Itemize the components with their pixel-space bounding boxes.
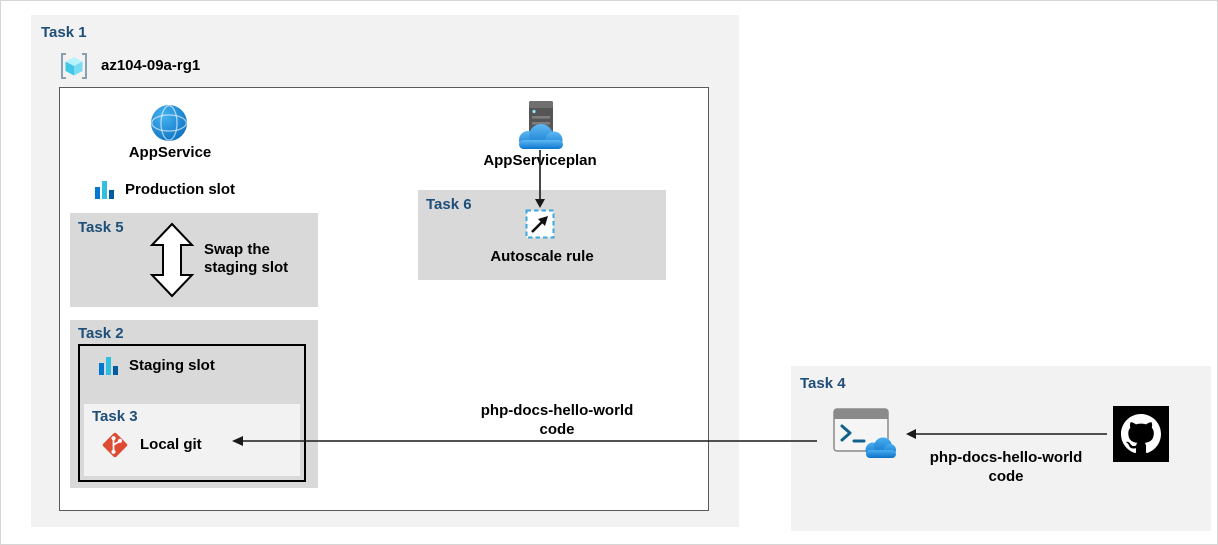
arrow-plan-to-autoscale — [535, 150, 545, 208]
staging-slot: Staging slot — [96, 354, 215, 378]
local-git-label: Local git — [140, 436, 202, 453]
task4-label: Task 4 — [800, 375, 846, 392]
task3-panel: Task 3 Local git — [84, 404, 300, 476]
swap-arrow-icon — [149, 222, 195, 298]
github-icon — [1113, 406, 1169, 462]
app-service-plan-icon — [519, 101, 563, 149]
staging-boundary: Staging slot Task 3 — [78, 344, 306, 482]
task1-container: Task 1 az104-09a-rg1 — [31, 15, 739, 527]
task3-label: Task 3 — [92, 408, 138, 425]
resource-group-name: az104-09a-rg1 — [101, 57, 201, 74]
staging-slot-icon — [99, 357, 118, 375]
swap-staging-label: Swap the staging slot — [204, 241, 289, 276]
resource-group-icon — [61, 53, 87, 79]
app-service-icon — [151, 105, 187, 141]
production-slot-label: Production slot — [125, 181, 235, 198]
production-slot: Production slot — [92, 178, 235, 202]
task4-container: Task 4 — [791, 366, 1211, 531]
resource-group: az104-09a-rg1 — [57, 49, 200, 83]
production-slot-icon — [95, 181, 114, 199]
app-service-label: AppService — [128, 144, 212, 161]
code-label-right: php-docs-hello-world code — [929, 449, 1083, 485]
autoscale-rule-label: Autoscale rule — [490, 248, 594, 265]
github-octocat-mark — [1121, 414, 1161, 454]
git-icon — [102, 432, 128, 458]
arrow-github-to-cloud-shell — [906, 429, 1107, 439]
task5-panel: Task 5 Swap the staging slot — [70, 213, 318, 307]
task2-label: Task 2 — [78, 325, 124, 342]
autoscale-icon — [525, 209, 555, 239]
task2-panel: Task 2 Staging slot Task 3 — [70, 320, 318, 488]
local-git: Local git — [100, 430, 202, 460]
staging-slot-label: Staging slot — [129, 357, 215, 374]
task6-panel: Task 6 Autoscale rule — [418, 190, 666, 280]
cloud-shell-icon — [833, 408, 896, 458]
code-label-left: php-docs-hello-world code — [480, 402, 634, 438]
arrow-task4-to-local-git — [232, 436, 817, 446]
task5-label: Task 5 — [78, 219, 124, 236]
task6-label: Task 6 — [426, 196, 472, 213]
task1-label: Task 1 — [41, 24, 87, 41]
